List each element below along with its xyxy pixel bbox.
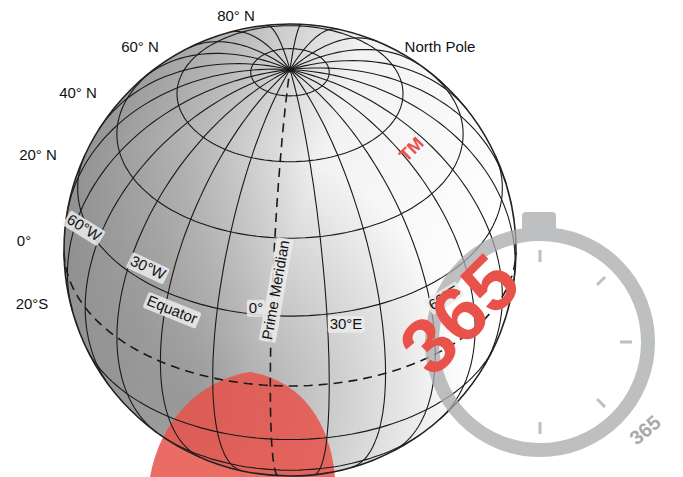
grid-line — [290, 70, 329, 475]
stopwatch-tick — [620, 341, 632, 344]
stopwatch-tick — [539, 422, 542, 434]
grid-line — [290, 38, 377, 70]
watermark: 365 — [624, 410, 667, 451]
latitude-label: 20°S — [14, 296, 51, 313]
longitude-label: 30°E — [328, 316, 365, 333]
grid-line — [67, 70, 290, 311]
watermark-shape — [150, 372, 335, 477]
latitude-label: 20° N — [17, 147, 59, 164]
grid-line — [290, 68, 506, 183]
grid-line — [99, 64, 290, 130]
latitude-label: 80° N — [215, 8, 257, 25]
stopwatch-tick — [597, 277, 605, 285]
grid-line — [290, 24, 302, 69]
latitude-label: 0° — [15, 233, 33, 250]
grid-line — [290, 61, 467, 110]
latitude-label: 60° N — [119, 39, 161, 56]
grid-line — [290, 70, 386, 468]
grid-line — [177, 26, 403, 162]
grid-line — [290, 70, 435, 451]
latitude-label: 40° N — [57, 85, 99, 102]
pole-label: North Pole — [403, 39, 478, 56]
grid-line — [117, 68, 463, 238]
grid-line — [290, 29, 338, 70]
stopwatch-tick — [539, 250, 542, 262]
stopwatch-tick — [597, 399, 605, 407]
